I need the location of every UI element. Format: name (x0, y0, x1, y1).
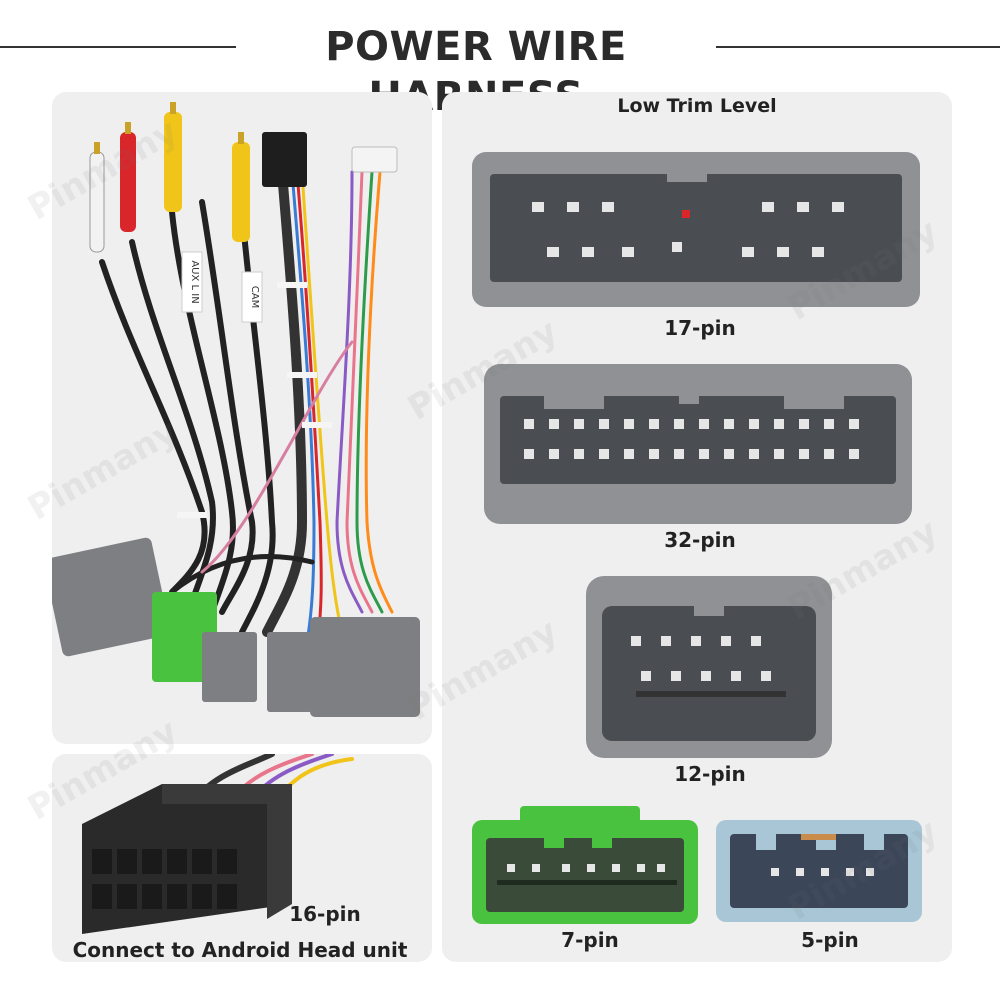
pin7-connector-illustration (472, 806, 698, 924)
title-rule-right (716, 46, 1000, 48)
harness-bottom-connectors (52, 537, 420, 717)
pin17-connector-illustration (472, 152, 920, 307)
pin7-label: 7-pin (561, 928, 619, 952)
title-rule-left (0, 46, 236, 48)
pin5-label: 5-pin (801, 928, 859, 952)
trim-level-label: Low Trim Level (617, 95, 777, 117)
pin32-connector-illustration (484, 364, 912, 524)
pin12-label: 12-pin (674, 762, 746, 786)
cam-tag-label: CAM (249, 286, 260, 308)
pin17-label: 17-pin (664, 316, 736, 340)
pin16-label: 16-pin (289, 902, 361, 926)
pin12-connector-illustration (586, 576, 832, 758)
head-unit-caption: Connect to Android Head unit (72, 938, 408, 962)
aux-tag-label: AUX L IN (189, 260, 200, 303)
pin16-connector-illustration (82, 754, 354, 934)
pin32-label: 32-pin (664, 528, 736, 552)
pin5-connector-illustration (716, 820, 922, 922)
wire-harness-illustration: AUX L IN CAM (52, 102, 420, 717)
